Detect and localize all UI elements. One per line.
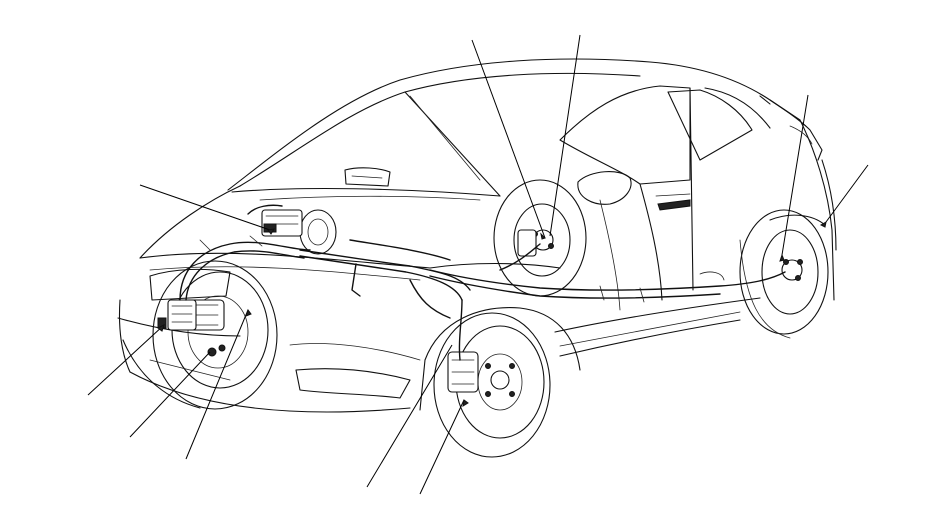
front-right-wheel [433,312,551,458]
abs-modulator [157,299,197,331]
rear-right-wheel [739,209,829,339]
callout-leaders [87,34,869,495]
right-rear-wheel-sensor-callout [549,34,581,237]
right-rear-upper-callout [781,94,809,256]
rear-left-wheel [493,179,587,297]
master-cylinder-booster [247,204,337,255]
front-right-line-callout [366,344,453,488]
front-left-hose-callout [87,324,165,396]
front-right-caliper-callout [419,399,465,495]
master-cylinder-callout [139,184,271,231]
rear-corner-callout [825,164,869,223]
front-left-sensor-callout [185,309,249,460]
brake-lines [179,235,786,361]
front-left-caliper-callout [129,351,211,438]
right-rear-caliper-top-callout [471,39,546,239]
car-body [117,58,837,413]
